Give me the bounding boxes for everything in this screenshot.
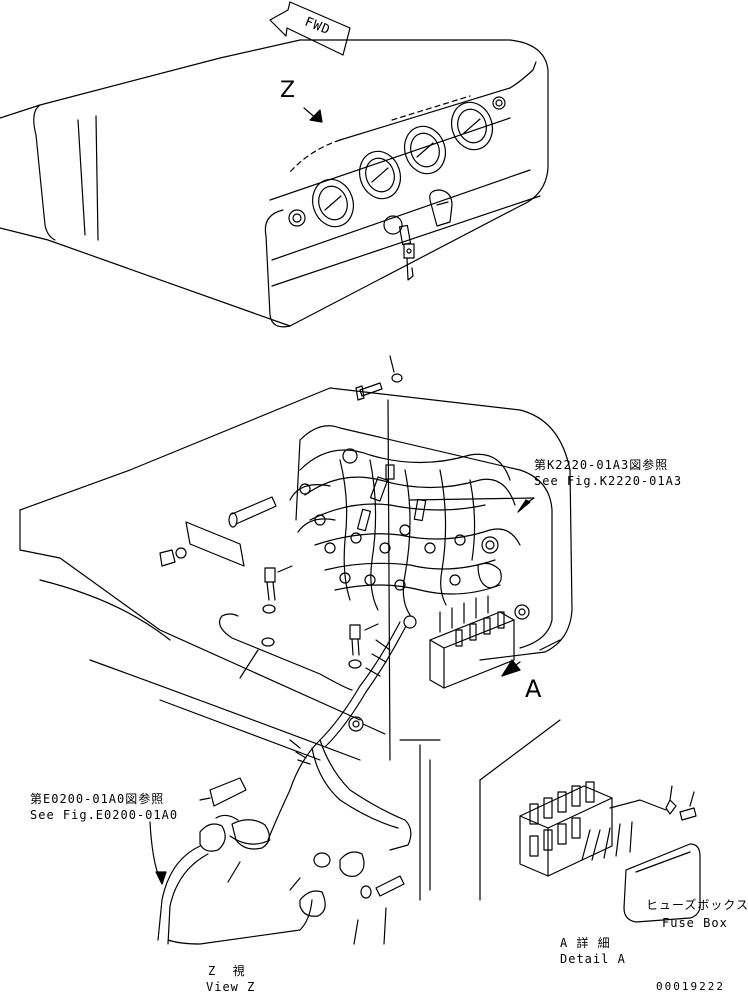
leader-lines	[149, 497, 535, 885]
gauges	[288, 96, 506, 228]
detail-a-fuse-box	[519, 781, 701, 923]
wiring-harness	[289, 448, 530, 620]
dashboard-console	[0, 39, 549, 328]
lower-console	[19, 387, 573, 901]
drawing-number: 00019222	[656, 980, 725, 993]
bolts-and-washers	[159, 355, 403, 735]
detail-a-arrow	[501, 659, 521, 677]
key-switch	[383, 189, 453, 281]
view-z-title-jp: Z 視	[208, 964, 246, 978]
detail-a-title-en: Detail A	[560, 952, 626, 966]
fwd-arrow	[269, 1, 351, 56]
lower-harness	[157, 739, 412, 945]
ref-e0200-en: See Fig.E0200-01A0	[30, 808, 179, 822]
ground-cable	[219, 613, 417, 841]
fuse-box-label-jp: ヒューズボックス	[646, 898, 748, 912]
view-z-arrow	[303, 107, 323, 123]
ref-e0200-jp: 第E0200-01A0図参照	[30, 792, 165, 806]
detail-a-title-jp: A 詳 細	[560, 936, 611, 950]
view-z-marker: Z	[280, 78, 297, 103]
fuse-box-label-en: Fuse Box	[662, 916, 728, 930]
ref-k2220-jp: 第K2220-01A3図参照	[534, 458, 669, 472]
ref-k2220-en: See Fig.K2220-01A3	[534, 474, 683, 488]
view-z-title-en: View Z	[206, 980, 256, 994]
fuse-box-installed	[429, 595, 515, 689]
detail-a-marker: A	[525, 675, 543, 703]
